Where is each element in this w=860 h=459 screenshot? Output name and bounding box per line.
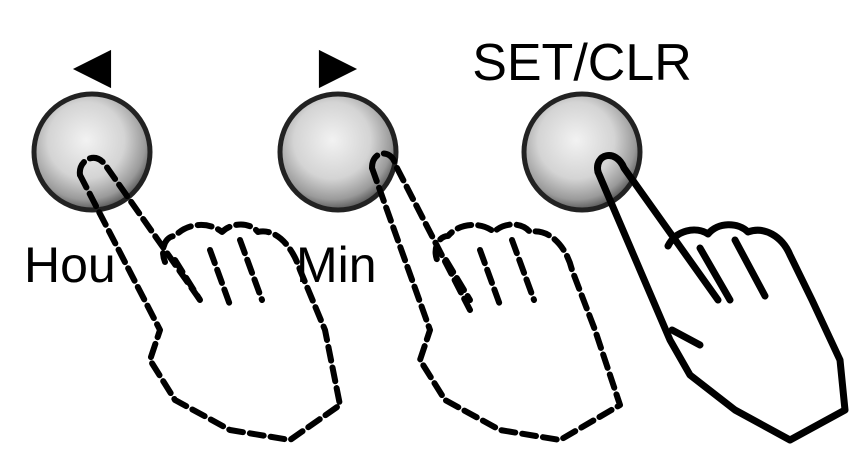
pointing-hand-icon [76,154,343,443]
left-arrow-icon: ◀ [73,37,112,93]
hour-label: Hou [24,237,116,293]
minute-button-group: ▶ Min [277,37,623,443]
minute-label: Min [296,237,377,293]
set-clear-button-group: SET/CLR [472,34,849,444]
pointing-hand-icon [594,152,849,444]
pointing-hand-icon [369,150,623,443]
right-arrow-icon: ▶ [319,37,358,93]
minute-button[interactable] [277,91,399,213]
set-clr-label: SET/CLR [472,34,692,92]
hour-button[interactable] [31,91,153,213]
set-clr-button[interactable] [521,91,643,213]
hour-button-group: ◀ Hou [24,37,343,443]
